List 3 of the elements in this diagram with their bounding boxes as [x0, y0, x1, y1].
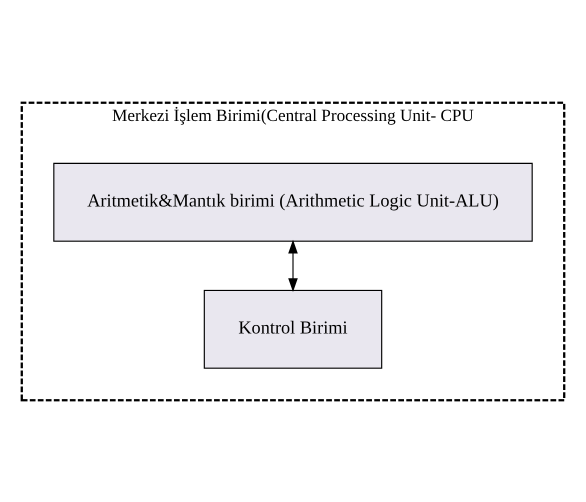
- node-box: Kontrol Birimi: [204, 289, 382, 368]
- node-box: Aritmetik&Mantık birimi (Arithmetic Logic Unit-ALU): [53, 162, 533, 242]
- arrow: [288, 239, 298, 292]
